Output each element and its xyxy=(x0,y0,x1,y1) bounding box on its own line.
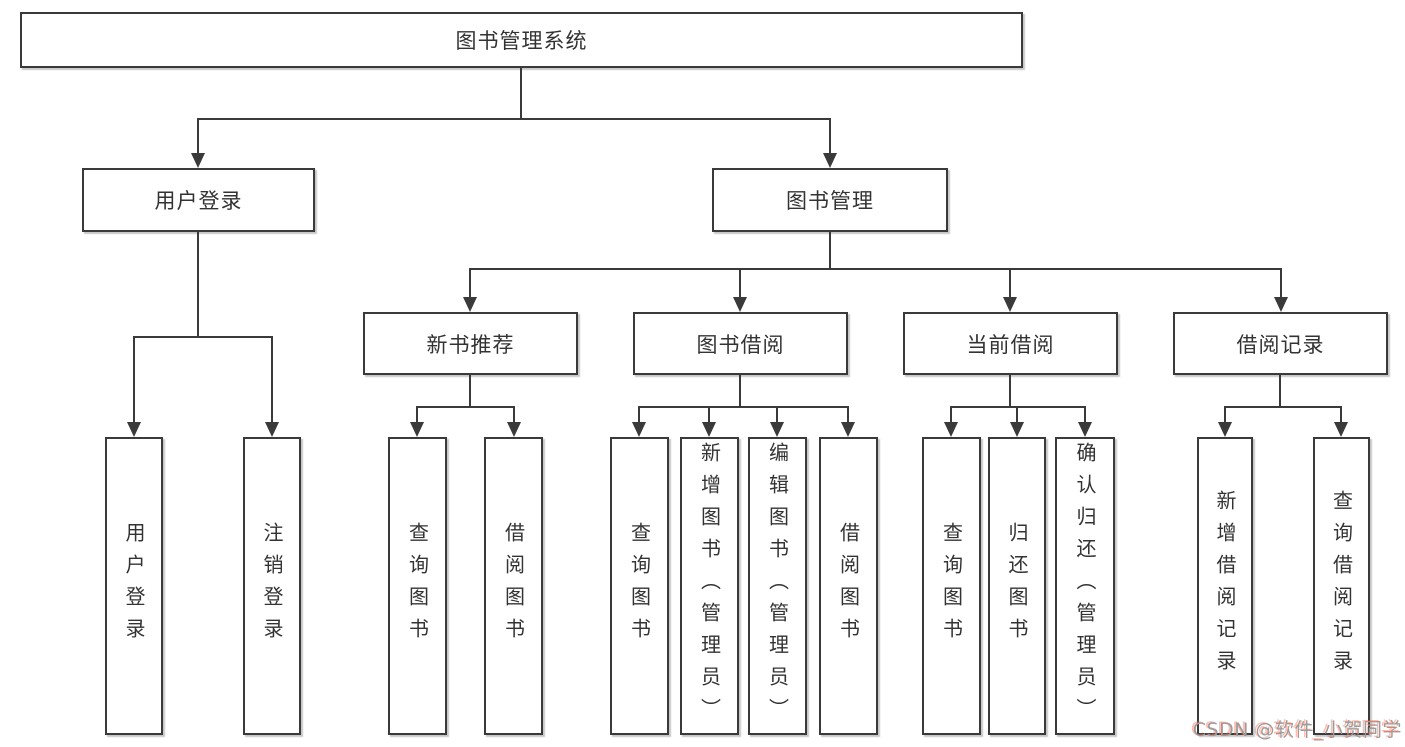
leaf-borrow-edit: 编辑图书（管理员） xyxy=(748,437,807,735)
connector-drop xyxy=(469,268,471,297)
node-book-borrow: 图书借阅 xyxy=(633,312,848,375)
connector-bookmgmt-stem xyxy=(829,232,831,268)
leaf-current-return: 归还图书 xyxy=(988,437,1046,735)
arrow-down-icon xyxy=(770,422,784,437)
csdn-watermark: CSDN @软件_小贺同学 xyxy=(1192,719,1402,741)
connector-stem xyxy=(1279,375,1281,406)
connector-drop xyxy=(638,406,640,422)
leaf-borrow-borrow: 借阅图书 xyxy=(819,437,878,735)
leaf-newbook-query: 查询图书 xyxy=(388,437,447,735)
leaf-user-login: 用户登录 xyxy=(105,437,163,735)
arrow-down-icon xyxy=(463,297,477,312)
arrow-down-icon xyxy=(191,153,205,168)
arrow-down-icon xyxy=(1003,297,1017,312)
arrow-down-icon xyxy=(507,422,521,437)
connector-bus xyxy=(638,406,849,408)
arrow-down-icon xyxy=(1010,422,1024,437)
connector-root-bus xyxy=(197,118,831,120)
connector-drop xyxy=(739,268,741,297)
node-current-borrow: 当前借阅 xyxy=(903,312,1118,375)
connector-drop xyxy=(776,406,778,422)
connector-drop xyxy=(513,406,515,422)
arrow-down-icon xyxy=(733,297,747,312)
leaf-borrow-add: 新增图书（管理员） xyxy=(680,437,739,735)
connector-bus xyxy=(416,406,515,408)
arrow-down-icon xyxy=(944,422,958,437)
leaf-current-confirm: 确认归还（管理员） xyxy=(1055,437,1115,735)
connector-drop xyxy=(271,336,273,422)
connector-stem xyxy=(469,375,471,406)
arrow-down-icon xyxy=(841,422,855,437)
connector-bus xyxy=(950,406,1086,408)
connector-userlogin-bus xyxy=(133,336,272,338)
arrow-down-icon xyxy=(265,422,279,437)
arrow-down-icon xyxy=(1274,297,1288,312)
connector-drop xyxy=(950,406,952,422)
arrow-down-icon xyxy=(823,153,837,168)
leaf-current-query: 查询图书 xyxy=(922,437,981,735)
connector-root-stem xyxy=(520,68,522,118)
leaf-logout: 注销登录 xyxy=(243,437,301,735)
connector-drop xyxy=(847,406,849,422)
arrow-down-icon xyxy=(127,422,141,437)
leaf-record-query: 查询借阅记录 xyxy=(1313,437,1370,735)
leaf-borrow-query: 查询图书 xyxy=(610,437,669,735)
connector-bus xyxy=(1224,406,1342,408)
node-new-book-recommend: 新书推荐 xyxy=(363,312,578,375)
connector-drop xyxy=(1224,406,1226,422)
arrow-down-icon xyxy=(1078,422,1092,437)
connector-stem xyxy=(1009,375,1011,406)
arrow-down-icon xyxy=(632,422,646,437)
connector-stem xyxy=(739,375,741,406)
connector-drop xyxy=(197,118,199,153)
connector-bookmgmt-bus xyxy=(469,268,1281,270)
connector-drop xyxy=(708,406,710,422)
leaf-record-add: 新增借阅记录 xyxy=(1197,437,1253,735)
arrow-down-icon xyxy=(410,422,424,437)
node-user-login: 用户登录 xyxy=(82,168,315,232)
arrow-down-icon xyxy=(1334,422,1348,437)
leaf-newbook-borrow: 借阅图书 xyxy=(484,437,543,735)
connector-userlogin-stem xyxy=(197,232,199,336)
connector-drop xyxy=(1009,268,1011,297)
connector-drop xyxy=(416,406,418,422)
connector-drop xyxy=(1340,406,1342,422)
connector-drop xyxy=(829,118,831,153)
connector-drop xyxy=(1280,268,1282,297)
connector-drop xyxy=(133,336,135,422)
arrow-down-icon xyxy=(702,422,716,437)
node-root: 图书管理系统 xyxy=(20,12,1023,68)
connector-drop xyxy=(1016,406,1018,422)
arrow-down-icon xyxy=(1218,422,1232,437)
node-borrow-record: 借阅记录 xyxy=(1173,312,1388,375)
node-book-management: 图书管理 xyxy=(712,168,948,232)
connector-drop xyxy=(1084,406,1086,422)
